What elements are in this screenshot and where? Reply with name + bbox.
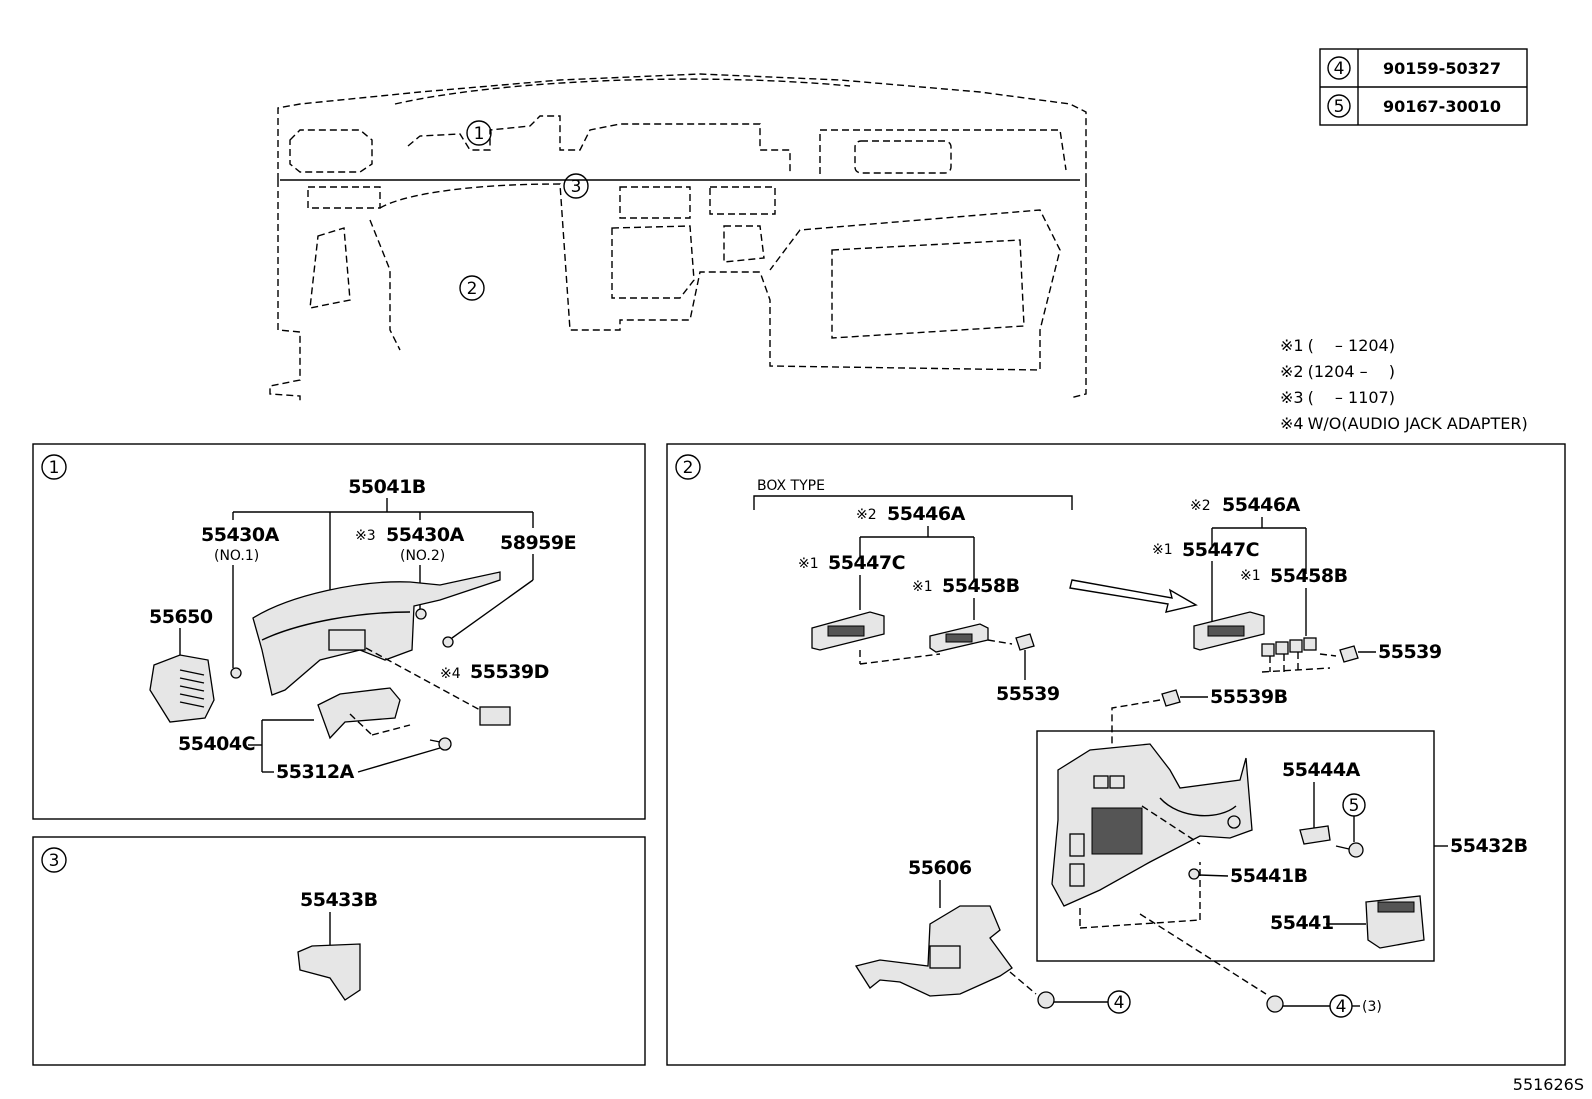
svg-text:※2(1204 – ): ※2(1204 – ) [1280,362,1395,381]
left-label-55446A: 55446A [887,503,966,525]
note-4-mark: ※4 [1280,414,1304,433]
note-3-mark: ※3 [1280,388,1304,407]
label-55441B: 55441B [1230,865,1308,887]
svg-text:※4W/O(AUDIO JACK ADAPTER): ※4W/O(AUDIO JACK ADAPTER) [1280,414,1528,433]
vent-grille [179,669,205,708]
note-3-text: ( – 1107) [1308,388,1395,407]
part-number-table: 4 90159-50327 5 90167-30010 [1319,48,1528,126]
label-55432B: 55432B [1450,835,1528,857]
switch-bank [1261,637,1317,657]
label-55650: 55650 [149,606,213,628]
label-55441: 55441 [1270,912,1334,934]
table-ref-4: 4 [1334,59,1345,79]
panel-2-index: 2 [683,458,694,478]
left-note-mark-1b: ※1 [912,579,933,595]
note-1-mark: ※1 [1280,336,1304,355]
label-55606: 55606 [908,857,972,879]
note-2-text: (1204 – ) [1308,362,1395,381]
dashboard-overview: 1 3 2 [269,73,1087,402]
label-55404C: 55404C [178,733,255,755]
label-58959E: 58959E [500,532,576,554]
panel-1-index: 1 [49,458,60,478]
left-note-mark-2: ※2 [856,507,877,523]
panel-3: 3 55433B [32,836,646,1066]
left-label-55458B: 55458B [942,575,1020,597]
svg-text:※1( – 1204): ※1( – 1204) [1280,336,1395,355]
right-label-55539: 55539 [1378,641,1442,663]
left-label-55447C: 55447C [828,552,905,574]
label-55539D: 55539D [470,661,549,683]
label-55444A: 55444A [1282,759,1361,781]
note-1-text: ( – 1204) [1308,336,1395,355]
right-label-55458B: 55458B [1270,565,1348,587]
table-part-90167: 90167-30010 [1383,97,1501,116]
figure-id: 551626S [1513,1075,1584,1094]
label-no1: (NO.1) [214,548,259,564]
overview-callout-2: 2 [467,279,478,299]
quantity-3: (3) [1362,999,1382,1015]
box-type-label: BOX TYPE [757,478,825,494]
label-55312A: 55312A [276,761,355,783]
label-55430A-no1: 55430A [201,524,280,546]
right-note-mark-1a: ※1 [1152,542,1173,558]
panel-2: 2 BOX TYPE ※2 55446A ※1 55447C ※1 55458B… [666,443,1566,1066]
note-4-text: W/O(AUDIO JACK ADAPTER) [1308,414,1528,433]
table-ref-5: 5 [1334,97,1345,117]
label-55041B: 55041B [348,476,426,498]
panel-3-index: 3 [49,851,60,871]
right-label-55447C: 55447C [1182,539,1259,561]
right-note-mark-2: ※2 [1190,498,1211,514]
overview-callout-3: 3 [571,177,582,197]
label-55433B: 55433B [300,889,378,911]
table-part-90159: 90159-50327 [1383,59,1501,78]
note-mark-4: ※4 [440,666,461,682]
callout-ref-5: 5 [1349,796,1360,816]
label-55430A-no2: 55430A [386,524,465,546]
note-mark-3: ※3 [355,528,376,544]
overview-callout-1: 1 [474,124,485,144]
note-2-mark: ※2 [1280,362,1304,381]
panel-1: 1 55041B 55430A (NO.1) ※3 55430A (NO.2) … [32,443,646,820]
label-55539B: 55539B [1210,686,1288,708]
svg-text:※3( – 1107): ※3( – 1107) [1280,388,1395,407]
left-label-55539: 55539 [996,683,1060,705]
right-note-mark-1b: ※1 [1240,568,1261,584]
label-no2: (NO.2) [400,548,445,564]
callout-ref-4a: 4 [1114,993,1125,1013]
left-note-mark-1a: ※1 [798,556,819,572]
callout-ref-4b: 4 [1336,997,1347,1017]
right-label-55446A: 55446A [1222,494,1301,516]
